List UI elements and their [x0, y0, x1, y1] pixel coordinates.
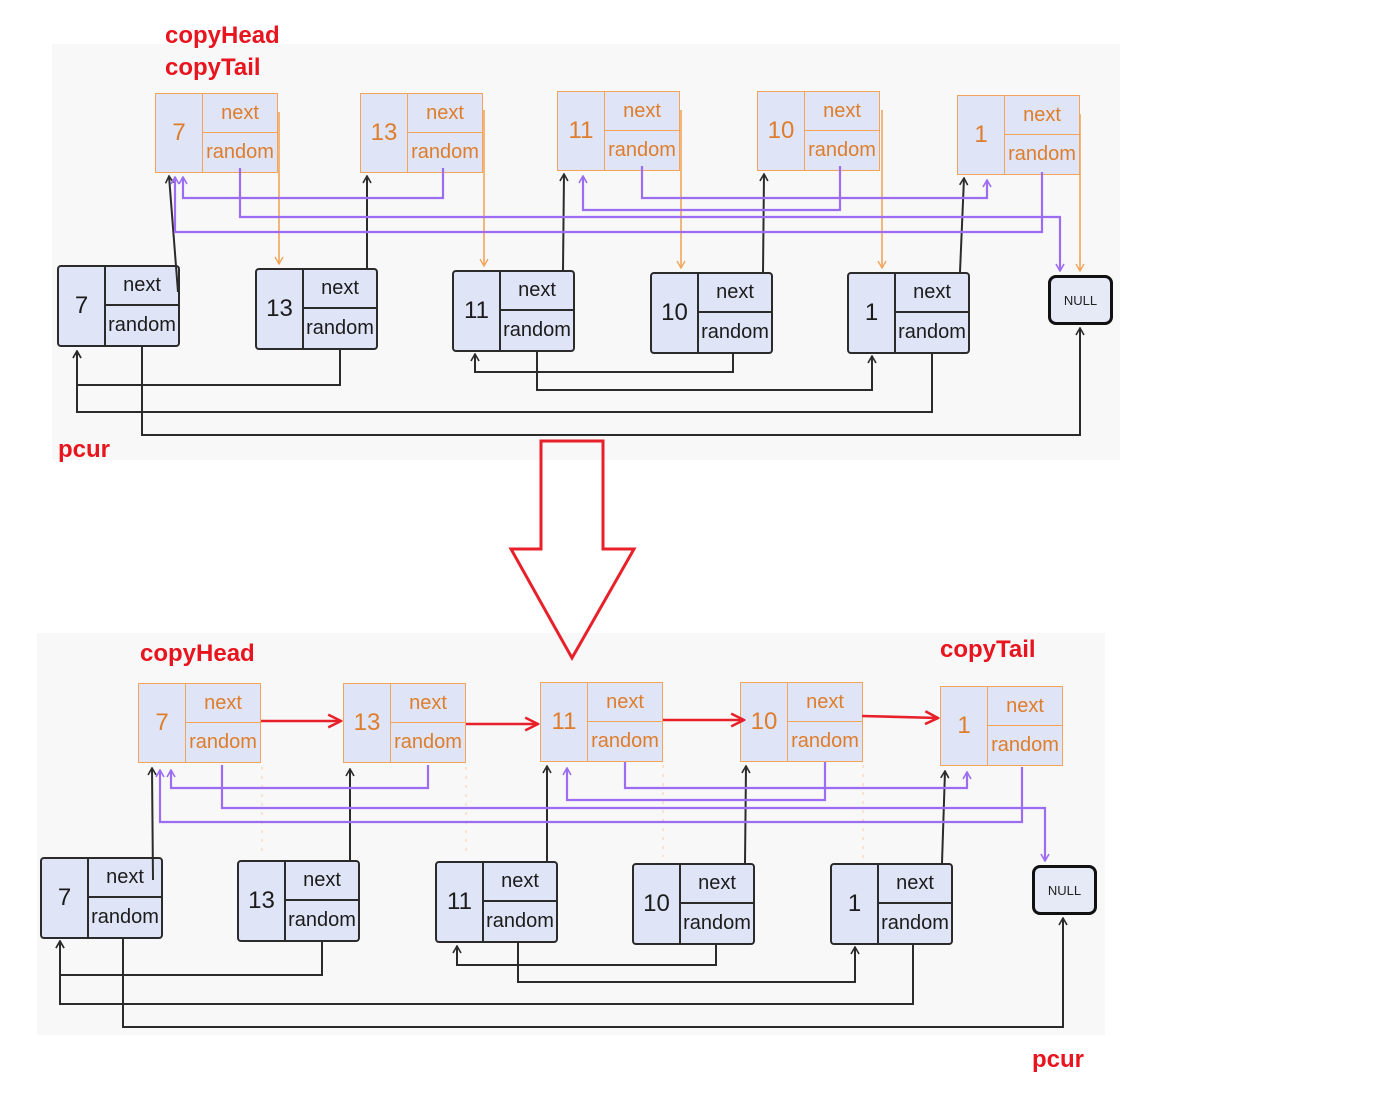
node-value: 1 [941, 687, 988, 765]
copy-node: 1 next random [957, 95, 1080, 175]
random-field: random [189, 731, 257, 753]
next-field: next [484, 863, 556, 902]
random-field: random [991, 734, 1059, 756]
copy-tail-label: copyTail [940, 636, 1036, 663]
original-node: 11 next random [435, 861, 558, 943]
next-field: next [106, 267, 178, 306]
original-node: 1 next random [847, 272, 970, 354]
original-node: 10 next random [650, 272, 773, 354]
next-field: next [304, 270, 376, 309]
copy-node: 1 next random [940, 686, 1063, 766]
pcur-label: pcur [58, 436, 111, 463]
node-value: 10 [741, 683, 788, 761]
random-field: random [1008, 143, 1076, 165]
node-value: 11 [541, 683, 588, 761]
random-field: random [288, 909, 356, 931]
original-node: 13 next random [255, 268, 378, 350]
random-field: random [701, 321, 769, 343]
node-value: 1 [958, 96, 1005, 174]
null-node: NULL [1032, 865, 1097, 915]
next-field: next [203, 94, 277, 133]
random-field: random [411, 141, 479, 163]
next-field: next [805, 92, 879, 131]
next-field: next [501, 272, 573, 311]
random-field: random [306, 317, 374, 339]
node-value: 11 [454, 272, 501, 350]
null-node: NULL [1048, 275, 1113, 325]
copy-node: 10 next random [757, 91, 880, 171]
original-node: 11 next random [452, 270, 575, 352]
random-field: random [808, 139, 876, 161]
pcur-label: pcur [1032, 1046, 1085, 1073]
next-field: next [588, 683, 662, 722]
node-value: 10 [758, 92, 805, 170]
original-node: 10 next random [632, 863, 755, 945]
copy-node: 13 next random [343, 683, 466, 763]
random-field: random [608, 139, 676, 161]
random-field: random [881, 912, 949, 934]
next-field: next [896, 274, 968, 313]
node-value: 7 [139, 684, 186, 762]
random-field: random [108, 314, 176, 336]
node-value: 1 [849, 274, 896, 352]
random-field: random [503, 319, 571, 341]
random-field: random [591, 730, 659, 752]
original-node: 7 next random [57, 265, 180, 347]
next-field: next [788, 683, 862, 722]
original-node: 13 next random [237, 860, 360, 942]
next-field: next [286, 862, 358, 901]
copy-node: 7 next random [155, 93, 278, 173]
node-value: 10 [634, 865, 681, 943]
node-value: 13 [239, 862, 286, 940]
next-field: next [605, 92, 679, 131]
next-field: next [391, 684, 465, 723]
node-value: 7 [59, 267, 106, 345]
copy-node: 7 next random [138, 683, 261, 763]
node-value: 1 [832, 865, 879, 943]
copy-head-label: copyHead [165, 22, 280, 49]
node-value: 7 [156, 94, 203, 172]
node-value: 13 [361, 94, 408, 172]
random-field: random [206, 141, 274, 163]
original-node: 7 next random [40, 857, 163, 939]
next-field: next [681, 865, 753, 904]
node-value: 10 [652, 274, 699, 352]
next-field: next [699, 274, 771, 313]
random-field: random [683, 912, 751, 934]
next-field: next [988, 687, 1062, 726]
node-value: 13 [344, 684, 391, 762]
copy-node: 10 next random [740, 682, 863, 762]
node-value: 13 [257, 270, 304, 348]
next-field: next [89, 859, 161, 898]
next-field: next [879, 865, 951, 904]
next-field: next [186, 684, 260, 723]
copy-node: 11 next random [540, 682, 663, 762]
node-value: 11 [558, 92, 605, 170]
random-field: random [898, 321, 966, 343]
next-field: next [408, 94, 482, 133]
next-field: next [1005, 96, 1079, 135]
node-value: 7 [42, 859, 89, 937]
copy-node: 11 next random [557, 91, 680, 171]
random-field: random [791, 730, 859, 752]
down-arrow-icon [508, 439, 637, 662]
random-field: random [486, 910, 554, 932]
random-field: random [91, 906, 159, 928]
copy-tail-label: copyTail [165, 54, 261, 81]
node-value: 11 [437, 863, 484, 941]
copy-node: 13 next random [360, 93, 483, 173]
random-field: random [394, 731, 462, 753]
original-node: 1 next random [830, 863, 953, 945]
copy-head-label: copyHead [140, 640, 255, 667]
